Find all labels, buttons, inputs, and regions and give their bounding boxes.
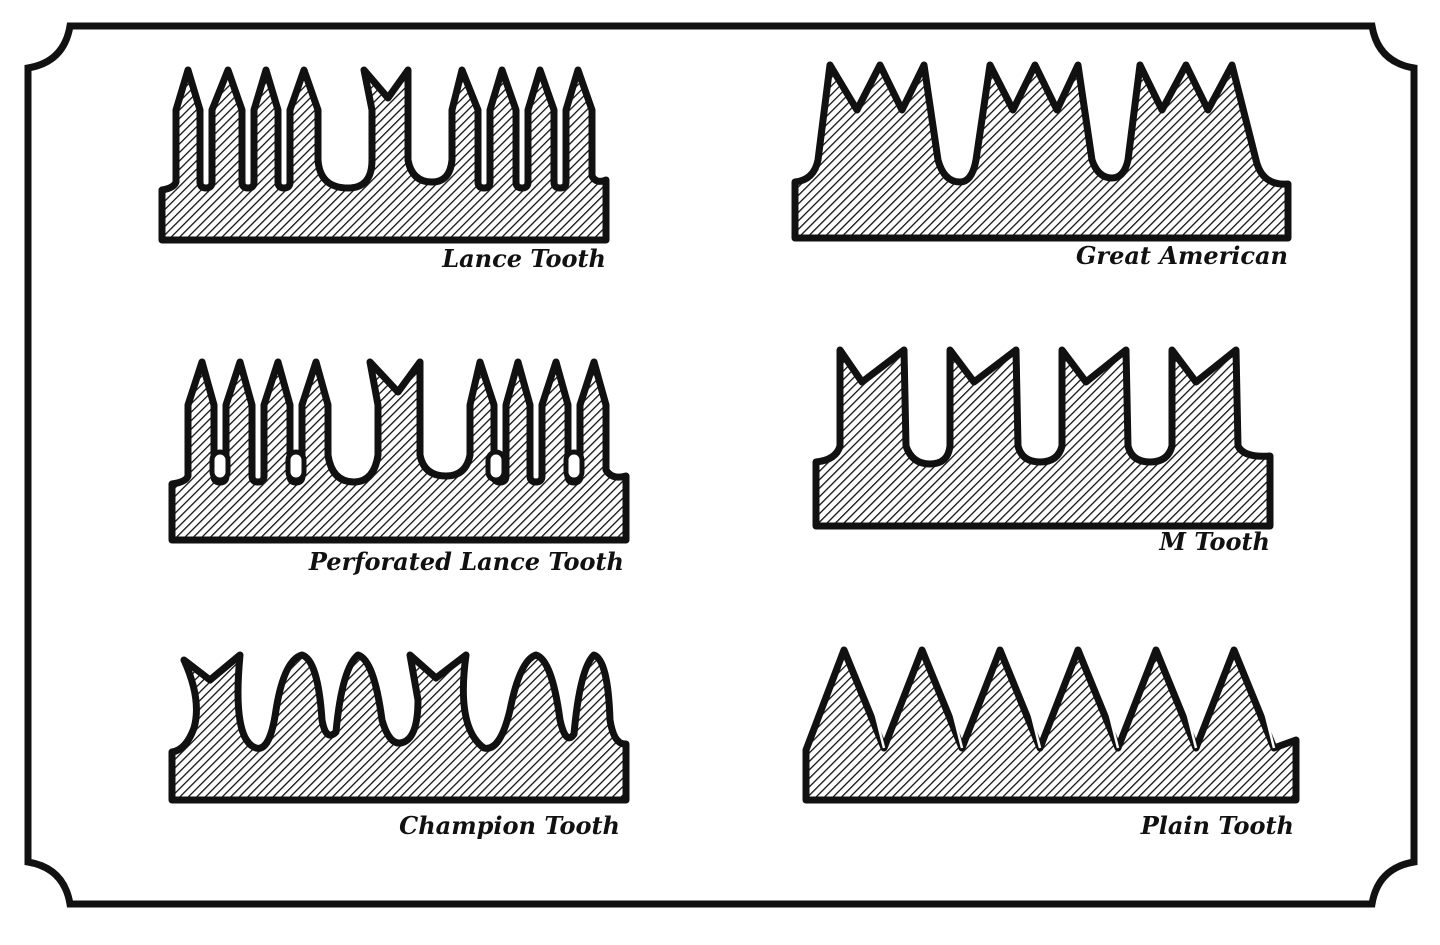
frame-border	[24, 22, 1418, 908]
lance-tooth-profile	[158, 66, 610, 244]
label-perforated-lance-tooth: Perforated Lance Tooth	[308, 547, 624, 576]
m-tooth-profile	[812, 346, 1274, 530]
champion-tooth-profile	[168, 651, 630, 804]
great-american-profile	[791, 61, 1292, 242]
label-plain-tooth: Plain Tooth	[1140, 811, 1294, 840]
plain-tooth-profile	[802, 646, 1300, 804]
label-champion-tooth: Champion Tooth	[399, 811, 620, 840]
label-great-american: Great American	[1075, 241, 1288, 270]
label-lance-tooth: Lance Tooth	[442, 244, 606, 273]
perforated-lance-tooth-profile	[168, 358, 630, 544]
label-m-tooth: M Tooth	[1159, 527, 1270, 556]
